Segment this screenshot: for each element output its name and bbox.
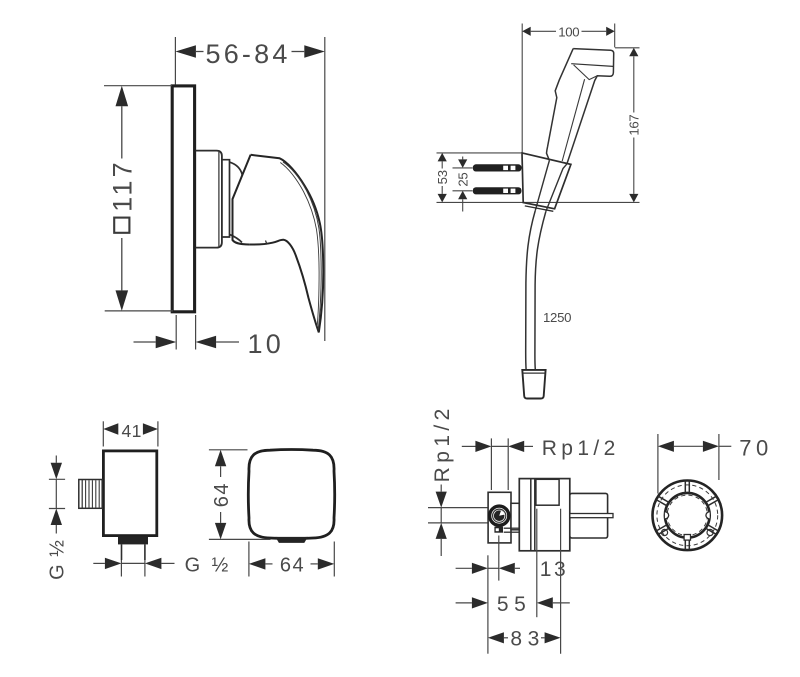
- svg-text:64: 64: [211, 482, 233, 507]
- svg-text:Rp1/2: Rp1/2: [431, 404, 454, 482]
- svg-text:55: 55: [497, 593, 531, 616]
- svg-text:13: 13: [540, 558, 568, 581]
- svg-text:53: 53: [435, 170, 450, 184]
- svg-text:10: 10: [248, 329, 284, 359]
- svg-text:100: 100: [558, 25, 579, 40]
- svg-text:1250: 1250: [543, 310, 571, 325]
- svg-text:56-84: 56-84: [206, 39, 291, 69]
- svg-text:½: ½: [212, 554, 229, 576]
- svg-text:G: G: [185, 554, 201, 576]
- svg-text:G ½: G ½: [47, 539, 69, 580]
- svg-text:70: 70: [739, 436, 772, 461]
- svg-text:167: 167: [627, 115, 642, 136]
- svg-text:41: 41: [122, 421, 142, 441]
- svg-text:25: 25: [456, 173, 471, 187]
- svg-text:117: 117: [108, 159, 138, 212]
- svg-text:83: 83: [510, 628, 544, 651]
- svg-text:Rp1/2: Rp1/2: [542, 437, 620, 460]
- svg-text:64: 64: [280, 554, 305, 576]
